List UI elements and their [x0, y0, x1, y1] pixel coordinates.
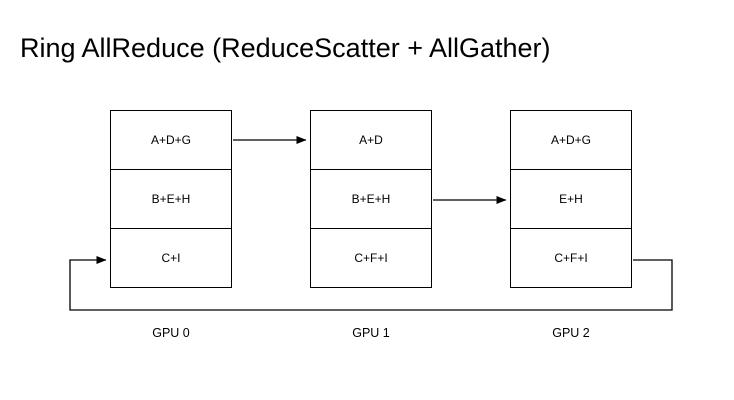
gpu2-stack: A+D+G E+H C+F+I: [510, 110, 632, 288]
gpu0-cell-bottom: C+I: [110, 229, 232, 288]
gpu0-cell-middle: B+E+H: [110, 170, 232, 229]
gpu1-label: GPU 1: [352, 326, 390, 340]
gpu0-cell-top: A+D+G: [110, 110, 232, 170]
gpu2-cell-bottom: C+F+I: [510, 229, 632, 288]
diagram-title: Ring AllReduce (ReduceScatter + AllGathe…: [20, 33, 551, 63]
gpu1-stack: A+D B+E+H C+F+I: [310, 110, 432, 288]
gpu0-label: GPU 0: [152, 326, 190, 340]
gpu2-label: GPU 2: [552, 326, 590, 340]
gpu1-cell-top: A+D: [310, 110, 432, 170]
gpu1-cell-bottom: C+F+I: [310, 229, 432, 288]
gpu2-cell-top: A+D+G: [510, 110, 632, 170]
gpu2-cell-middle: E+H: [510, 170, 632, 229]
gpu0-stack: A+D+G B+E+H C+I: [110, 110, 232, 288]
gpu1-cell-middle: B+E+H: [310, 170, 432, 229]
